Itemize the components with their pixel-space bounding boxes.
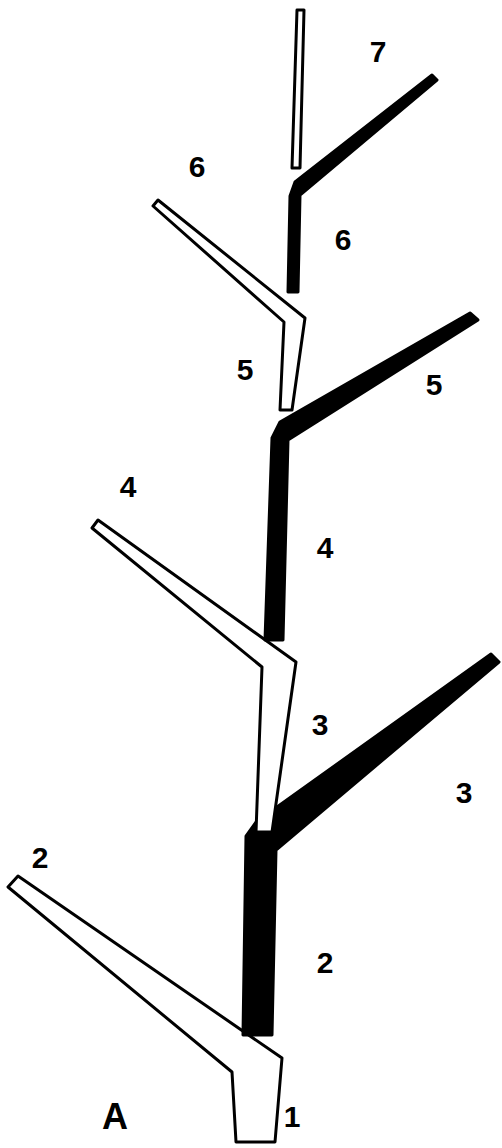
white-segment [8,876,282,1142]
panel-letter: A [102,1099,128,1135]
black-segment [288,75,437,292]
callout-number: 7 [370,37,387,67]
callout-number: 5 [237,355,254,385]
callout-number: 3 [312,710,329,740]
callout-number: 6 [189,152,206,182]
white-segment [153,200,305,410]
white-segment [92,520,296,832]
white-segment [292,10,304,168]
callout-number: 2 [32,843,49,873]
callout-number: 4 [317,533,334,563]
callout-number: 2 [317,948,334,978]
callout-number: 1 [284,1102,301,1132]
callout-number: 6 [335,225,352,255]
callout-number: 5 [426,370,443,400]
callout-number: 3 [456,778,473,808]
callout-number: 4 [120,472,137,502]
